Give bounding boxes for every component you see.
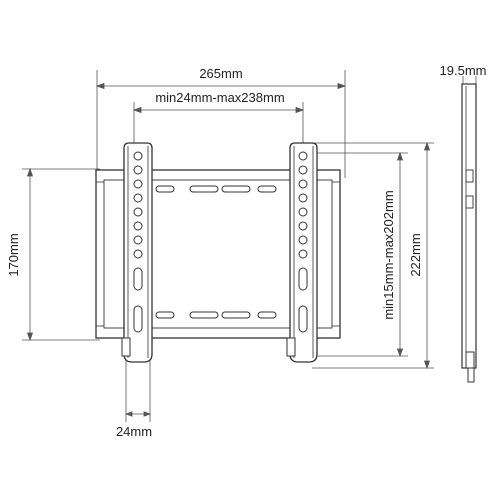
wall-plate-slots-bottom [155,311,277,319]
wall-plate-slots-top [155,185,277,193]
vesa-horizontal-label: min24mm-max238mm [155,90,284,105]
arm-width-label: 24mm [116,424,152,439]
overall-height-label: 222mm [408,233,423,276]
plate-height-label: 170mm [6,233,21,276]
vesa-vertical-dimension [312,151,408,358]
vesa-vertical-label: min15mm-max202mm [381,190,396,319]
profile-depth-label: 19.5mm [440,63,487,78]
side-profile-view [461,83,477,383]
vesa-horizontal-dimension [132,102,305,146]
overall-width-dimension [95,70,347,178]
arm-width-dimension [124,360,152,422]
overall-width-label: 265mm [199,66,242,81]
left-arm-holes [133,151,143,333]
plate-height-dimension [22,167,100,342]
overall-height-dimension [312,141,434,370]
right-arm-holes [298,151,308,333]
